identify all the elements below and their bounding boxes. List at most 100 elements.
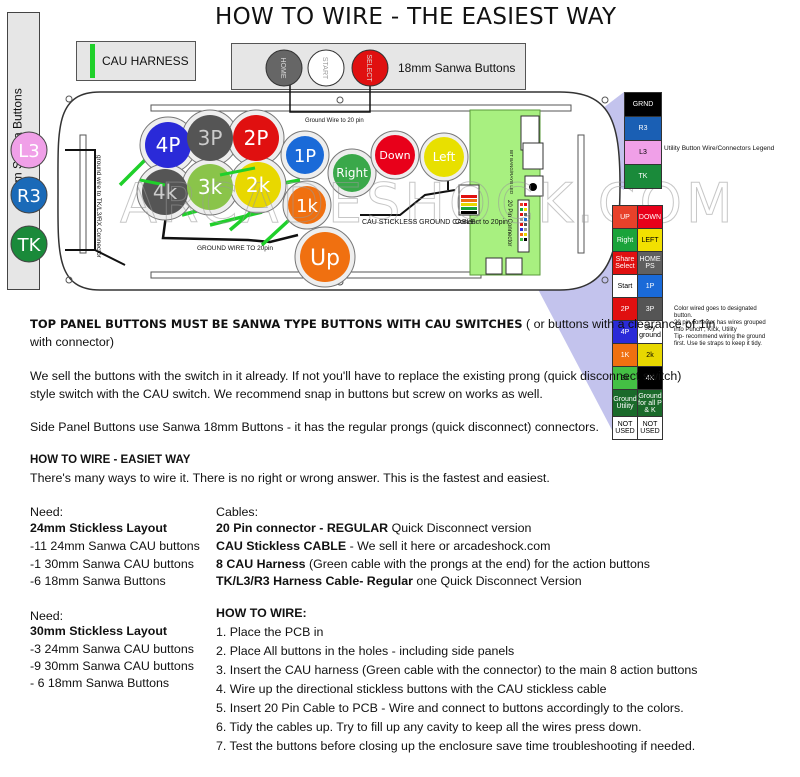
- cables-item-rest: (Green cable with the prongs at the end)…: [305, 557, 650, 571]
- top-button-label: START: [321, 57, 328, 80]
- cables-item-bold: CAU Stickless CABLE: [216, 539, 347, 553]
- utility-legend-cell: TK: [624, 164, 662, 189]
- side-button-label: R3: [17, 186, 41, 207]
- annotation-connect: Conenct to 20pin: [455, 219, 508, 226]
- button-up: [300, 232, 350, 282]
- action-button-label: 2P: [244, 126, 269, 150]
- button-4p: [145, 122, 191, 168]
- cables-item-bold: 8 CAU Harness: [216, 557, 306, 571]
- howto-step: 4. Wire up the directional stickless but…: [216, 682, 607, 696]
- action-button-label: Left: [433, 150, 456, 164]
- side-ground-wire: [65, 149, 96, 251]
- annotation-ground-wire: Ground Wire to 20 pin: [305, 118, 364, 124]
- cables-item: TK/L3/R3 Harness Cable- Regular one Quic…: [216, 572, 582, 590]
- annotation-ground-20pin: GROUND WIRE TO 20pin: [197, 245, 273, 252]
- button-left: [424, 137, 464, 177]
- pcb-port: [485, 257, 503, 275]
- pin-legend-cell: Ground for all P & K: [637, 389, 663, 417]
- screw-hole: [601, 276, 609, 284]
- pin-legend-cell: LEFT: [637, 228, 663, 252]
- body-line1-rest: ( or buttons with a clearance of 1in: [522, 317, 716, 331]
- action-button-label: 1P: [294, 146, 316, 167]
- need2-heading: 30mm Stickless Layout: [30, 624, 168, 638]
- utility-legend-title: Utility Button Wire/Connectors Legend: [664, 145, 775, 152]
- pin-legend-cell: 4K: [637, 366, 663, 390]
- pin-note-line: Color wired goes to designated: [674, 306, 757, 312]
- pin-legend-cell: Ground Utility: [612, 389, 638, 417]
- annotation-bitbang: BIT BANG/RAYB LED: [509, 150, 514, 195]
- howto-step: 3. Insert the CAU harness (Green cable w…: [216, 663, 698, 677]
- pin-legend-cell: Right: [612, 228, 638, 252]
- pin-legend-cell: NOT USED: [637, 416, 663, 440]
- slot-top: [150, 104, 572, 112]
- body-para2-2: style switch with the CAU switch. We rec…: [30, 387, 543, 401]
- pcb-dot: [529, 183, 537, 191]
- slot-left: [79, 134, 87, 254]
- cables-item-bold: TK/L3/R3 Harness Cable- Regular: [216, 574, 413, 588]
- side-ground-wire: [94, 249, 126, 266]
- need1-item: -11 24mm Sanwa CAU buttons: [30, 539, 200, 553]
- howto-step: 1. Place the PCB in: [216, 625, 324, 639]
- pin-legend-cell: NOT USED: [612, 416, 638, 440]
- easiest-text: There's many ways to wire it. There is n…: [30, 471, 550, 485]
- howto-step: 2. Place All buttons in the holes - incl…: [216, 644, 515, 658]
- cables-item-bold: 20 Pin connector - REGULAR: [216, 521, 389, 535]
- cables-item: CAU Stickless CABLE - We sell it here or…: [216, 537, 550, 555]
- button-3p: [187, 115, 233, 161]
- action-button-label: Right: [336, 166, 368, 180]
- pcb-led-port: [522, 142, 544, 170]
- utility-legend-cell: R3: [624, 116, 662, 141]
- need1-item: -6 18mm Sanwa Buttons: [30, 574, 166, 588]
- cables-item: 20 Pin connector - REGULAR Quick Disconn…: [216, 519, 531, 537]
- need1-label: Need:: [30, 505, 64, 519]
- button-2p: [233, 115, 279, 161]
- body-line1: TOP PANEL BUTTONS MUST BE SANWA TYPE BUT…: [30, 315, 715, 333]
- top-button-start: [307, 49, 345, 87]
- ribbon-wires: [461, 195, 477, 214]
- action-button-label: Up: [310, 246, 340, 271]
- action-button-label: Down: [379, 149, 410, 162]
- cau-harness-box: [76, 41, 196, 81]
- pin-note-line: into Punch , Kick, Utility: [674, 327, 737, 333]
- screw-hole: [336, 96, 344, 104]
- pin-colors: [520, 203, 527, 241]
- pin-legend-cell: UP: [612, 205, 638, 229]
- need2-item: -9 30mm Sanwa CAU buttons: [30, 659, 194, 673]
- cau-harness-swatch: [90, 44, 95, 78]
- howto-heading: HOW TO WIRE:: [216, 606, 307, 620]
- pin-legend-cell: 1K: [612, 343, 638, 367]
- pin-legend-cell: 2k: [637, 343, 663, 367]
- action-button-label: 3P: [198, 126, 223, 150]
- howto-step: 5. Insert 20 Pin Cable to PCB - Wire and…: [216, 701, 684, 715]
- pin-legend-cell: DOWN: [637, 205, 663, 229]
- need2-label: Need:: [30, 609, 64, 623]
- need1-heading: 24mm Stickless Layout: [30, 521, 168, 535]
- cau-harness-label: CAU HARNESS: [102, 54, 189, 68]
- pin-legend-cell: Share Select: [612, 251, 638, 275]
- body-line1-bold: TOP PANEL BUTTONS MUST BE SANWA TYPE BUT…: [30, 317, 523, 331]
- button-1p: [286, 136, 324, 174]
- side-button-label: TK: [17, 235, 42, 256]
- easiest-heading: HOW TO WIRE - EASIET WAY: [30, 454, 191, 466]
- screw-hole: [601, 96, 609, 104]
- stickless-ground-wire: [360, 189, 456, 216]
- pin-note-line: button.: [674, 313, 693, 319]
- pcb-port: [505, 257, 523, 275]
- need2-item: -3 24mm Sanwa CAU buttons: [30, 642, 194, 656]
- cables-item-rest: one Quick Disconnect Version: [412, 574, 582, 588]
- screw-hole: [65, 276, 73, 284]
- howto-step: 7. Test the buttons before closing up th…: [216, 739, 696, 753]
- pin-legend-cell: 1P: [637, 274, 663, 298]
- pin-note-line: 20 pin conector has wires grouped: [674, 320, 766, 326]
- pin-legend-cell: 3k: [612, 366, 638, 390]
- annotation-stickless: CAU STICKLESS GROUND CABLE: [362, 219, 476, 226]
- top-button-label: SELECT: [365, 54, 372, 82]
- annotation-pin-connector: 20 Pin Connector: [506, 200, 512, 246]
- need2-item: - 6 18mm Sanwa Buttons: [30, 676, 170, 690]
- button-right: [333, 154, 371, 192]
- pin-note-line: first. Use tie straps to keep it tidy.: [674, 341, 762, 347]
- pin-legend-cell: HOME PS: [637, 251, 663, 275]
- action-button-label: 1k: [296, 196, 318, 217]
